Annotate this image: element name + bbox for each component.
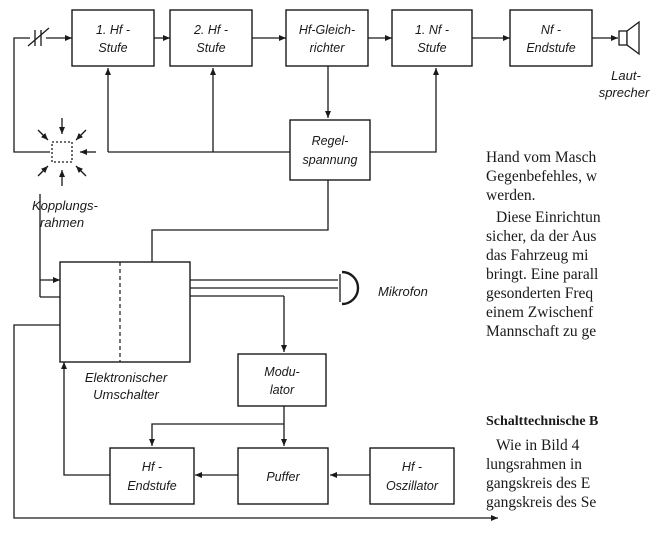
block-nf1-label: 1. Nf - bbox=[415, 23, 449, 37]
article-line: Diese Einrichtun bbox=[496, 209, 601, 226]
microphone-icon bbox=[339, 270, 360, 306]
block-hfend-label: Hf - bbox=[142, 460, 162, 474]
mikrofon-label: Mikrofon bbox=[378, 284, 428, 299]
kopplungsrahmen-label: Kopplungs- bbox=[32, 198, 98, 213]
block-hf2-label: 2. Hf - bbox=[193, 23, 228, 37]
block-hf1-label: 1. Hf - bbox=[96, 23, 130, 37]
block-nfend-label: Nf - bbox=[541, 23, 561, 37]
article-line: Wie in Bild 4 bbox=[496, 437, 580, 454]
block-hf1-label-2: Stufe bbox=[98, 41, 127, 55]
block-regelspannung: Regel- spannung bbox=[289, 119, 371, 181]
article-line: werden. bbox=[486, 187, 536, 204]
block-nf1-label-2: Stufe bbox=[417, 41, 446, 55]
block-modulator: Modu- lator bbox=[237, 353, 327, 407]
article-line: lungsrahmen in bbox=[486, 456, 582, 473]
umschalter-label: Elektronischer bbox=[85, 370, 168, 385]
block-gleich-label: Hf-Gleich- bbox=[299, 23, 355, 37]
block-nfend-label-2: Endstufe bbox=[526, 41, 575, 55]
coupling-frame-icon bbox=[37, 118, 96, 186]
lautsprecher-label-2: sprecher bbox=[599, 85, 650, 100]
umschalter-label-2: Umschalter bbox=[93, 387, 159, 402]
block-hf-oszillator: Hf - Oszillator bbox=[369, 447, 455, 505]
kopplungsrahmen-label-2: rahmen bbox=[40, 215, 84, 230]
block-hf2: 2. Hf - Stufe bbox=[169, 9, 253, 67]
block-hf2-label-2: Stufe bbox=[196, 41, 225, 55]
block-modulator-label: Modu- bbox=[264, 365, 299, 379]
article-line: Gegenbefehles, w bbox=[486, 168, 598, 185]
signal-lines bbox=[13, 35, 618, 521]
article-line: gangskreis des E bbox=[486, 475, 591, 492]
article-line: Hand vom Masch bbox=[486, 149, 597, 166]
block-regel-label-2: spannung bbox=[303, 153, 358, 167]
variable-capacitor-icon bbox=[27, 27, 50, 47]
block-gleich-label-2: richter bbox=[310, 41, 346, 55]
block-puffer: Puffer bbox=[237, 447, 329, 505]
block-nf1: 1. Nf - Stufe bbox=[391, 9, 473, 67]
loudspeaker-icon bbox=[618, 20, 640, 56]
block-hf1: 1. Hf - Stufe bbox=[71, 9, 155, 67]
article-line: Mannschaft zu ge bbox=[486, 323, 597, 340]
block-hf-endstufe: Hf - Endstufe bbox=[109, 447, 195, 505]
block-puffer-label: Puffer bbox=[266, 470, 300, 484]
article-line: gangskreis des Se bbox=[486, 494, 597, 511]
block-osz-label-2: Oszillator bbox=[386, 479, 439, 493]
block-regel-label: Regel- bbox=[312, 134, 349, 148]
article-line: einem Zwischenf bbox=[486, 304, 594, 321]
lautsprecher-label: Laut- bbox=[611, 68, 641, 83]
article-line: bringt. Eine parall bbox=[486, 266, 599, 283]
block-hf-gleichrichter: Hf-Gleich- richter bbox=[285, 9, 369, 67]
article-line: gesonderten Freq bbox=[486, 285, 594, 302]
block-hfend-label-2: Endstufe bbox=[127, 479, 176, 493]
block-osz-label: Hf - bbox=[402, 460, 422, 474]
article-text-column: Hand vom Masch Gegenbefehles, w werden. … bbox=[486, 0, 660, 533]
article-line: sicher, da der Aus bbox=[486, 228, 597, 245]
article-heading: Schalttechnische B bbox=[486, 414, 599, 429]
block-nf-endstufe: Nf - Endstufe bbox=[509, 9, 593, 67]
block-umschalter bbox=[59, 261, 191, 363]
article-line: das Fahrzeug mi bbox=[486, 247, 589, 264]
block-modulator-label-2: lator bbox=[270, 383, 295, 397]
